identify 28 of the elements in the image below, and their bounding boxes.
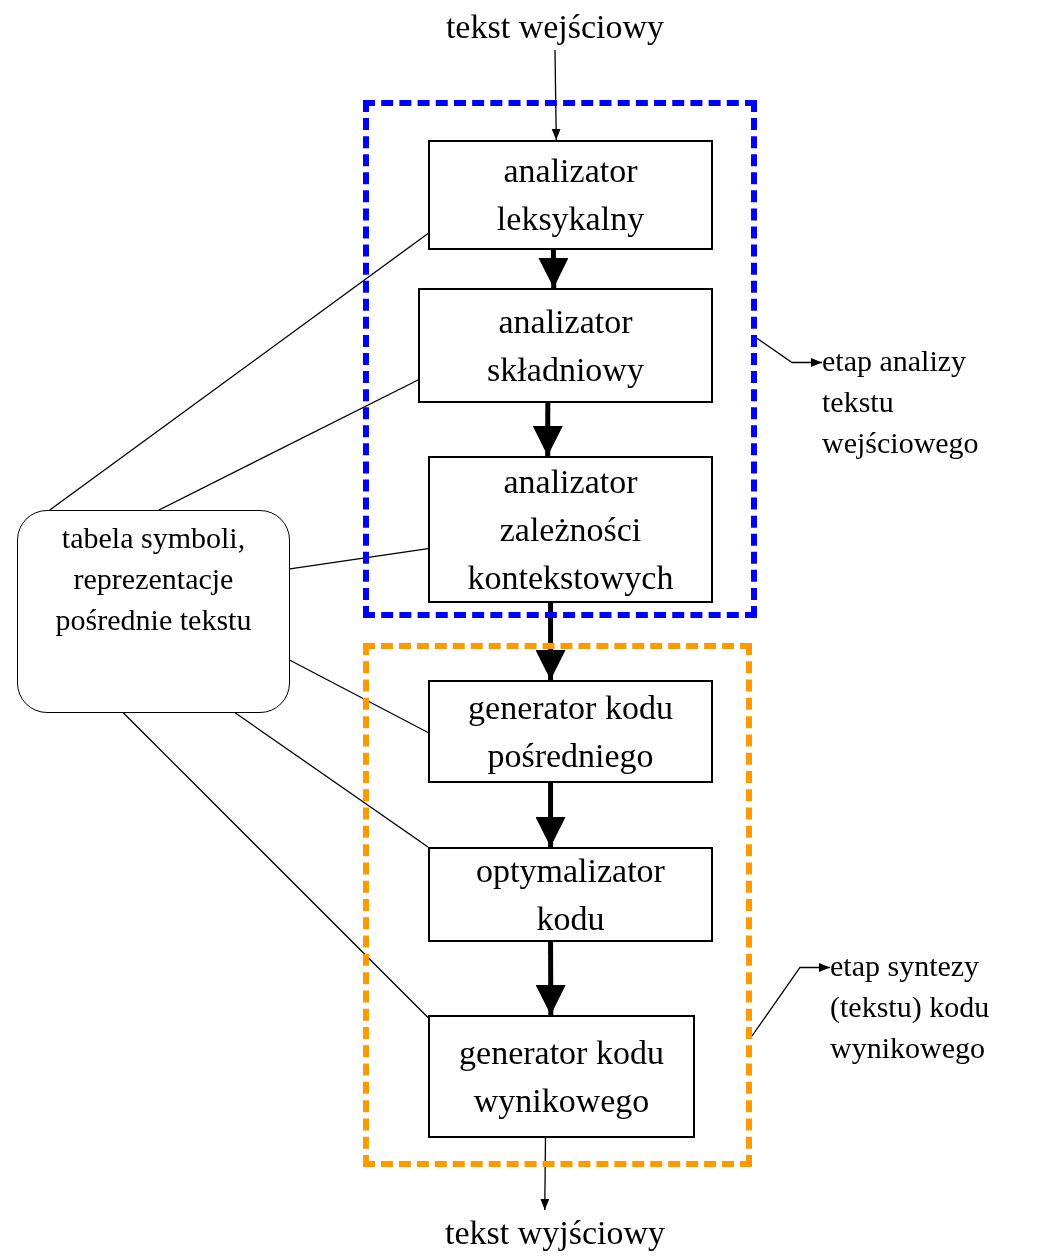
arrow [535,603,566,680]
process-box: analizator składniowy [418,288,713,403]
arrow [551,49,561,141]
dashed-stage-frame [363,100,757,618]
arrow [535,942,566,1015]
connector-line [289,547,429,570]
connector-line [289,659,429,734]
process-box: optymalizator kodu [428,847,713,942]
process-box: generator kodu pośredniego [428,680,713,783]
arrow [756,337,823,367]
process-box: generator kodu wynikowego [428,1015,695,1138]
dashed-stage-frame [363,643,752,1167]
rounded-box: tabela symboli, reprezentacje pośrednie tekstu [17,510,290,713]
connector-line [234,712,429,848]
text-label: tekst wejściowy [445,7,665,47]
process-box: analizator leksykalny [428,140,713,250]
arrow [751,963,831,1037]
stage-label: etap analizy tekstu wejściowego [822,343,980,461]
process-box: analizator zależności kontekstowych [428,456,713,603]
text-label: tekst wyjściowy [444,1213,665,1253]
connector-line [49,232,429,511]
connector-line [122,712,429,1019]
arrow [538,250,569,288]
stage-label: etap syntezy (tekstu) kodu wynikowego [830,948,991,1066]
connector-line [158,379,419,511]
arrow [532,403,563,456]
arrow [540,1137,550,1211]
arrow [535,783,566,847]
